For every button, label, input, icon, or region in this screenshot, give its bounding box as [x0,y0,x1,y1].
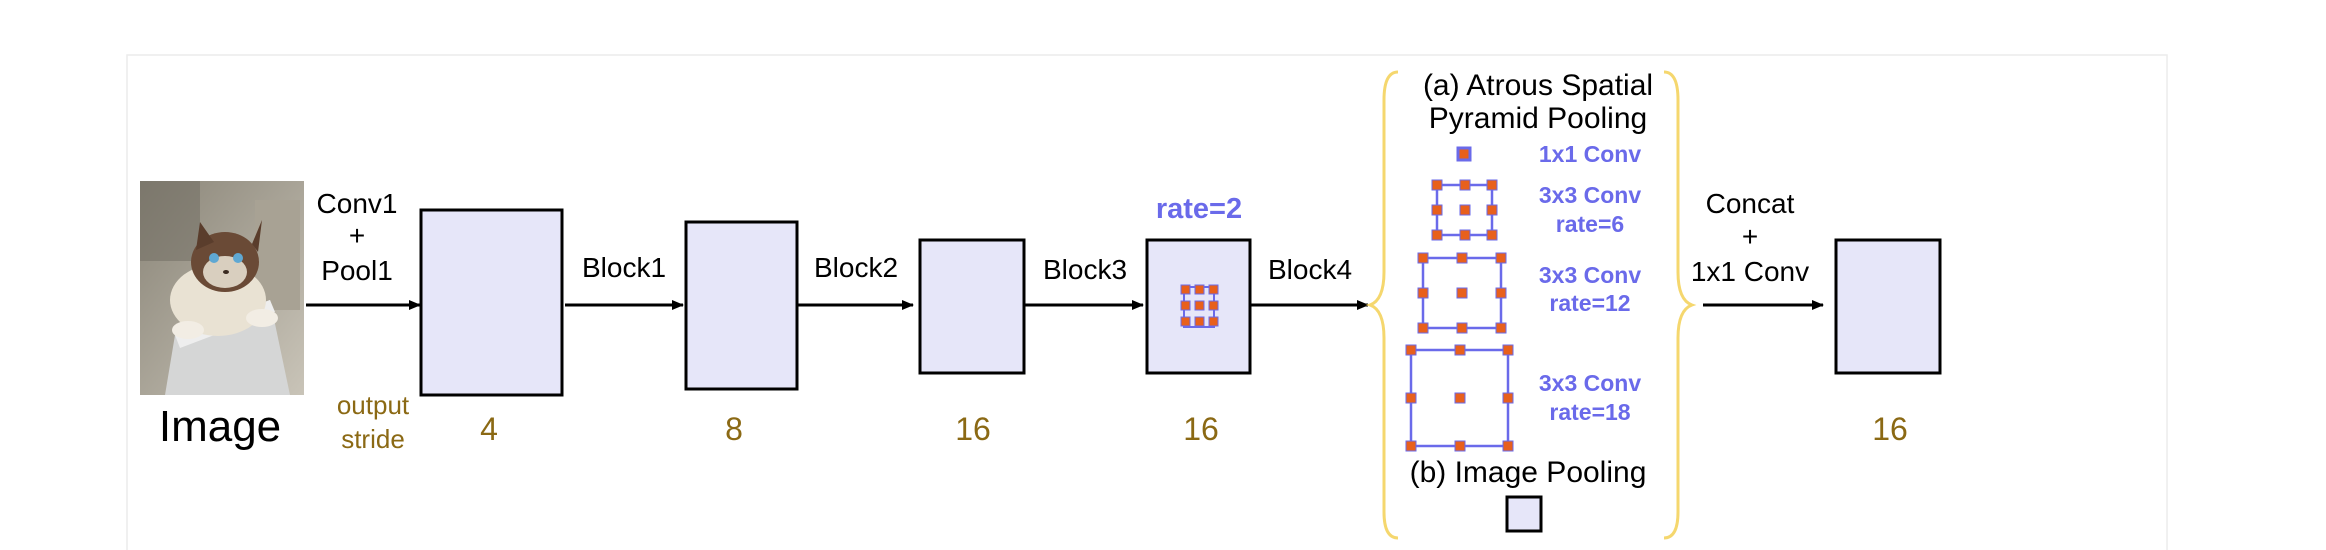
feature-map-block1 [419,208,564,397]
feature-map-output [1834,238,1942,375]
block3-label: Block3 [1043,254,1127,285]
aspp-branch3-label-line1: 3x3 Conv [1539,262,1641,288]
feature-map-block2 [684,220,799,391]
aspp-branch2-label-line2: rate=6 [1556,211,1624,237]
aspp-left-brace [1365,70,1399,540]
aspp-right-brace [1663,70,1697,540]
output-stride-label-line2: stride [341,424,405,454]
aspp-1x1-kernel [1456,146,1472,162]
cat-photo [140,181,304,395]
stem-label-line3: Pool1 [321,255,393,286]
input-image-label: Image [159,402,281,451]
stride-value-output: 16 [1872,411,1908,447]
aspp-title-line1: (a) Atrous Spatial [1423,69,1653,102]
block4-label: Block4 [1268,254,1352,285]
block2-label: Block2 [814,252,898,283]
aspp-rate12-kernel [1417,252,1507,334]
aspp-title-line2: Pyramid Pooling [1429,102,1647,135]
aspp-branch3-label-line2: rate=12 [1549,290,1630,316]
block4-rate-label: rate=2 [1156,193,1242,225]
aspp-rate6-kernel [1431,179,1498,241]
figure-frame [126,54,2168,550]
image-pooling-box [1505,495,1543,533]
stem-label-line2: + [349,220,365,251]
stride-value-block1: 4 [480,411,498,447]
fusion-label-line1: Concat [1706,188,1795,219]
block1-label: Block1 [582,252,666,283]
aspp-branch4-label-line1: 3x3 Conv [1539,370,1641,396]
block4-kernel [1180,284,1219,328]
fusion-label-line3: 1x1 Conv [1691,256,1809,287]
stem-label-line1: Conv1 [317,188,398,219]
aspp-branch1-label: 1x1 Conv [1539,141,1641,167]
aspp-branch2-label-line1: 3x3 Conv [1539,182,1641,208]
aspp-rate18-kernel [1405,344,1514,452]
stride-value-block2: 8 [725,411,743,447]
output-stride-label-line1: output [337,390,410,420]
aspp-branch4-label-line2: rate=18 [1549,399,1630,425]
stride-value-block4: 16 [1183,411,1219,447]
fusion-label-line2: + [1742,221,1758,252]
image-pooling-label: (b) Image Pooling [1410,456,1647,489]
feature-map-block3 [918,238,1026,375]
stride-value-block3: 16 [955,411,991,447]
